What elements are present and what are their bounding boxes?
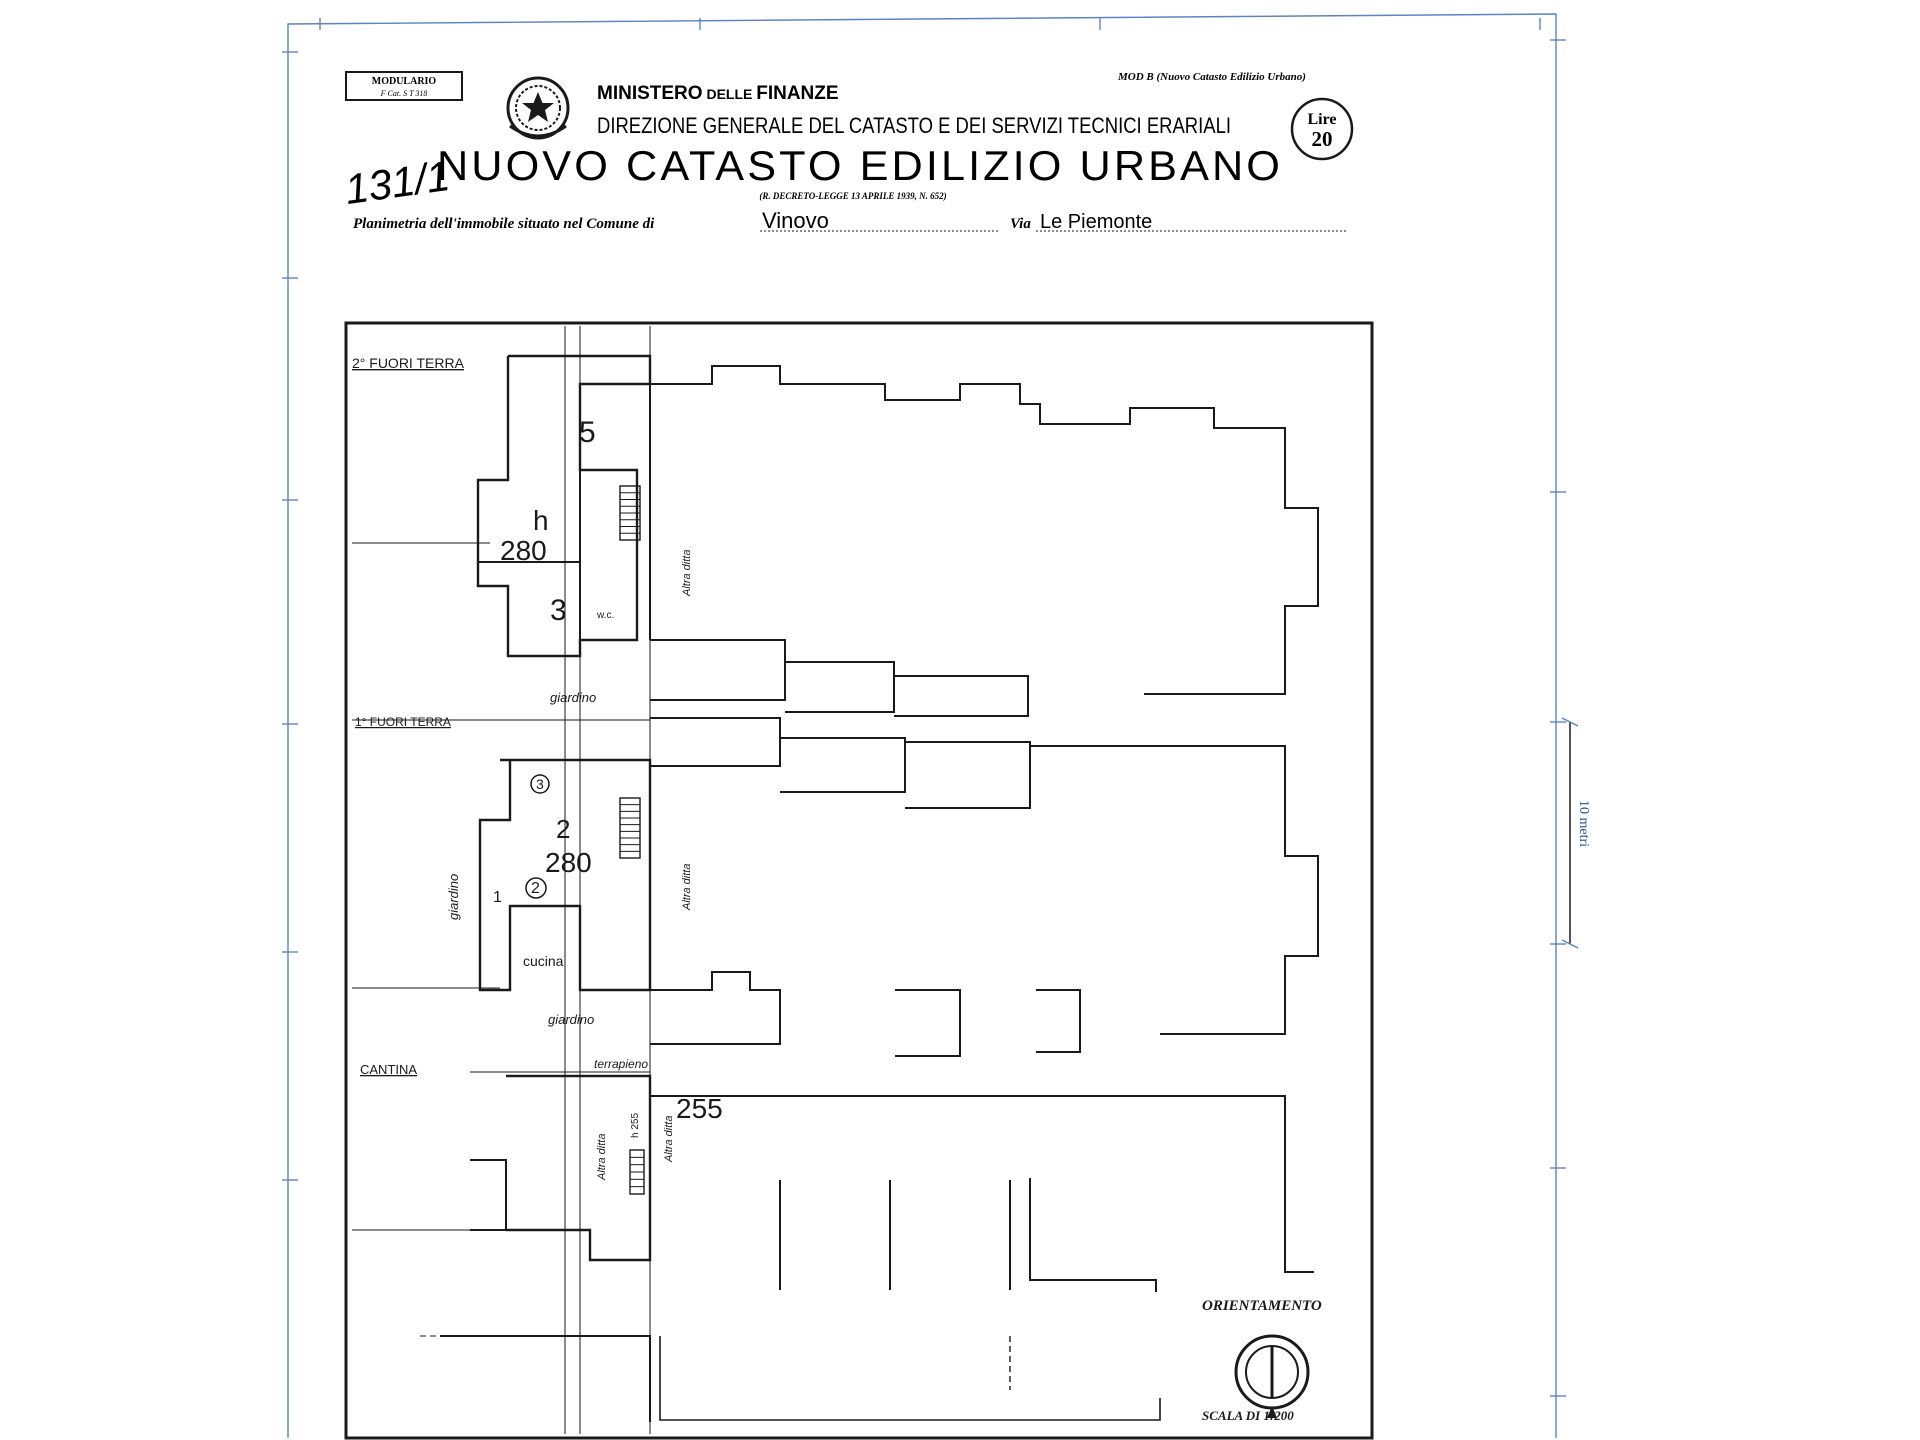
giardino-side: giardino xyxy=(446,874,461,920)
floor-2-label: 2° FUORI TERRA xyxy=(352,355,465,371)
room-1-circled: 1 xyxy=(493,889,502,906)
scala-label: SCALA DI 1:200 xyxy=(1202,1408,1294,1423)
floor1-stairs xyxy=(619,797,641,859)
floor-1-label: 1° FUORI TERRA xyxy=(355,715,451,729)
scale-bar: 10 metri xyxy=(1561,717,1591,949)
lire-value: 20 xyxy=(1312,127,1333,151)
room-280-b: 280 xyxy=(545,847,592,878)
cantina-neighbor-room xyxy=(1029,1178,1157,1292)
via-label: Via xyxy=(1010,216,1031,232)
mod-b-label: MOD B (Nuovo Catasto Edilizio Urbano) xyxy=(1117,71,1306,83)
modulario-box xyxy=(345,71,463,101)
floor1-neighbor-room xyxy=(650,971,781,1045)
giardino-top: giardino xyxy=(550,690,596,705)
altra-ditta-3: Altra ditta xyxy=(596,1134,608,1181)
via-value: Le Piemonte xyxy=(1040,211,1152,233)
h-255-label: h 255 xyxy=(630,1113,641,1138)
terrapieno-label: terrapieno xyxy=(594,1057,648,1071)
floor1-neighbor-room xyxy=(780,737,906,793)
giardino-bottom: giardino xyxy=(548,1012,594,1027)
planimetria-label: Planimetria dell'immobile situato nel Co… xyxy=(353,216,655,232)
modulario-line1: MODULARIO xyxy=(372,76,437,87)
floor2-neighbor-outline xyxy=(650,365,1319,695)
floor2-neighbor-room xyxy=(650,639,786,701)
floor1-neighbor-room xyxy=(1036,989,1081,1053)
floor1-neighbor-outline xyxy=(1030,745,1319,1035)
floor-plan xyxy=(352,326,1319,1434)
floor1-neighbor-room xyxy=(905,741,1031,809)
cucina-label: cucina xyxy=(523,953,564,969)
floor1-neighbor-room xyxy=(650,717,781,767)
header: MODULARIO F Cat. S T 318 MINISTERO DELLE… xyxy=(342,71,1354,233)
altra-ditta-4: Altra ditta xyxy=(663,1116,675,1163)
cantina-wall xyxy=(470,1159,507,1231)
room-255: 255 xyxy=(676,1093,723,1124)
decree-line: (R. DECRETO-LEGGE 13 APRILE 1939, N. 652… xyxy=(759,191,946,201)
room-2-circle xyxy=(525,877,547,899)
modulario-line2: F Cat. S T 318 xyxy=(380,89,428,98)
room-h: h xyxy=(533,505,549,536)
cantina-unit-outline xyxy=(506,1074,652,1262)
plan-labels: 2° FUORI TERRA 1° FUORI TERRA CANTINA 5 … xyxy=(352,355,1322,1423)
direzione-line: DIREZIONE GENERALE DEL CATASTO E DEI SER… xyxy=(597,113,1231,138)
room-3: 3 xyxy=(550,594,567,627)
republic-emblem-icon xyxy=(506,76,570,140)
room-3-circle xyxy=(530,774,550,794)
sheet-frame xyxy=(282,13,1566,1438)
main-title: NUOVO CATASTO EDILIZIO URBANO xyxy=(437,142,1283,189)
frame-outline xyxy=(287,13,1557,1438)
room-2: 2 xyxy=(556,814,570,844)
room-2-circled: 2 xyxy=(531,880,540,897)
floor2-neighbor-room xyxy=(894,675,1029,717)
handwritten-ref: 131/1 xyxy=(342,152,453,213)
floor2-neighbor-room xyxy=(785,661,895,713)
orientamento-label: ORIENTAMENTO xyxy=(1202,1298,1322,1314)
cantina-neighbor-outline xyxy=(650,1095,1314,1273)
altra-ditta-2: Altra ditta xyxy=(681,864,693,911)
compass-icon xyxy=(1234,1334,1310,1418)
lire-label: Lire xyxy=(1307,111,1336,128)
comune-value: Vinovo xyxy=(762,208,829,233)
ministero-line: MINISTERO DELLE FINANZE xyxy=(597,83,839,104)
altra-ditta-1: Altra ditta xyxy=(681,550,693,597)
lire-stamp xyxy=(1290,97,1354,161)
floor1-neighbor-room xyxy=(895,989,961,1057)
cantina-lower-wall xyxy=(440,1335,651,1422)
cantina-label: CANTINA xyxy=(360,1062,417,1077)
room-5: 5 xyxy=(579,416,596,449)
room-280-a: 280 xyxy=(500,535,547,566)
cantina-lower-line xyxy=(659,1336,1161,1421)
drawing-border xyxy=(344,321,1374,1440)
room-3-circled: 3 xyxy=(536,776,544,792)
scale-bar-label: 10 metri xyxy=(1576,800,1591,847)
wc-label: w.c. xyxy=(596,610,614,621)
